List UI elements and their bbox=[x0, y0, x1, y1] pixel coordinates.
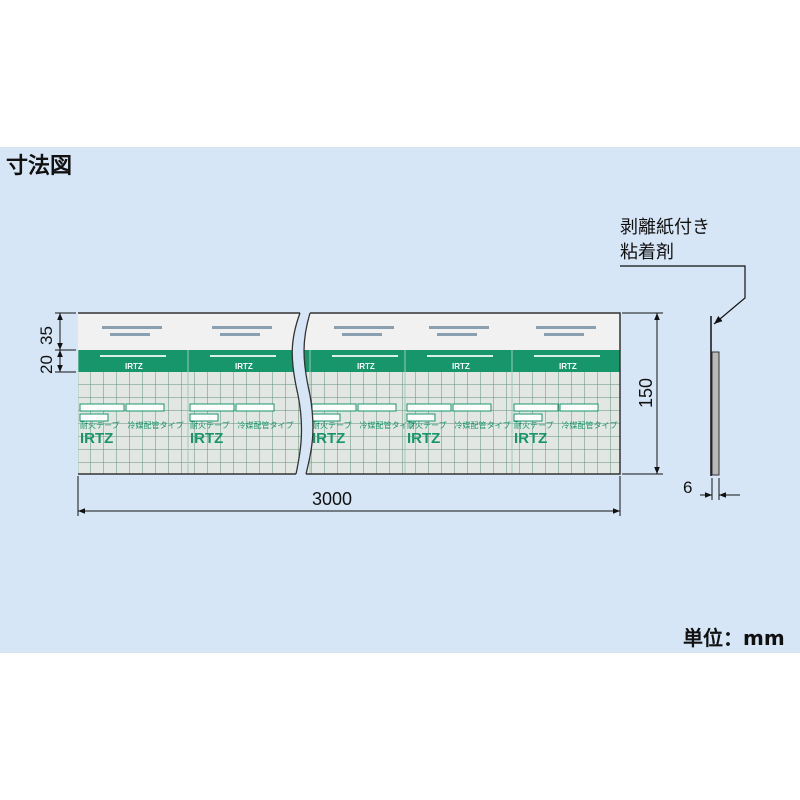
print-label-box bbox=[79, 413, 109, 422]
print-fine-text bbox=[334, 326, 394, 329]
brand-logo: IRTZ bbox=[190, 430, 223, 447]
product-type: 耐火テープ 冷媒配管タイプ bbox=[407, 420, 511, 430]
print-fine-text bbox=[212, 326, 272, 329]
left-dimensions: 35 20 bbox=[37, 312, 76, 374]
print-label-box bbox=[235, 403, 275, 412]
callout-line2: 粘着剤 bbox=[620, 242, 674, 263]
print-fine-text bbox=[102, 326, 162, 329]
diagram-title: 寸法図 bbox=[6, 154, 72, 179]
dim-thickness: 6 bbox=[683, 478, 692, 497]
band-brand: IRTZ bbox=[235, 362, 253, 371]
print-label-box bbox=[357, 403, 397, 412]
print-fine-text bbox=[544, 333, 584, 336]
print-label-box bbox=[406, 413, 436, 422]
print-label-box bbox=[513, 403, 559, 412]
band-brand: IRTZ bbox=[452, 362, 470, 371]
print-fine-text bbox=[100, 355, 166, 357]
brand-logo: IRTZ bbox=[80, 430, 113, 447]
product-type: 耐火テープ 冷媒配管タイプ bbox=[190, 420, 294, 430]
print-fine-text bbox=[534, 355, 600, 357]
print-fine-text bbox=[110, 333, 150, 336]
adhesive-callout: 剥離紙付き 粘着剤 bbox=[620, 217, 746, 325]
print-label-box bbox=[79, 403, 125, 412]
unit-label: 単位：mm bbox=[683, 626, 785, 650]
print-label-box bbox=[311, 403, 357, 412]
print-label-box bbox=[189, 403, 235, 412]
print-fine-text bbox=[427, 355, 493, 357]
callout-line1: 剥離紙付き bbox=[620, 217, 710, 238]
print-fine-text bbox=[342, 333, 382, 336]
print-label-box bbox=[513, 413, 543, 422]
print-fine-text bbox=[429, 326, 489, 329]
product-type: 耐火テープ 冷媒配管タイプ bbox=[312, 420, 416, 430]
dim-width: 150 bbox=[636, 378, 656, 408]
print-label-box bbox=[406, 403, 452, 412]
print-label-box bbox=[311, 413, 341, 422]
print-fine-text bbox=[210, 355, 276, 357]
product-type: 耐火テープ 冷媒配管タイプ bbox=[514, 420, 618, 430]
print-label-box bbox=[189, 413, 219, 422]
print-label-box bbox=[125, 403, 165, 412]
print-label-box bbox=[559, 403, 599, 412]
band-brand: IRTZ bbox=[357, 362, 375, 371]
brand-logo: IRTZ bbox=[407, 430, 440, 447]
print-label-box bbox=[452, 403, 492, 412]
print-fine-text bbox=[536, 326, 596, 329]
dim-length: 3000 bbox=[312, 489, 352, 509]
print-fine-text bbox=[220, 333, 260, 336]
brand-logo: IRTZ bbox=[514, 430, 547, 447]
band-brand: IRTZ bbox=[559, 362, 577, 371]
product-type: 耐火テープ 冷媒配管タイプ bbox=[80, 420, 184, 430]
band-brand: IRTZ bbox=[125, 362, 143, 371]
dim-green-band: 20 bbox=[37, 355, 56, 374]
print-fine-text bbox=[437, 333, 477, 336]
tape-side-view: 6 bbox=[683, 316, 740, 500]
brand-logo: IRTZ bbox=[312, 430, 345, 447]
print-fine-text bbox=[332, 355, 398, 357]
dim-top-section: 35 bbox=[37, 326, 56, 345]
